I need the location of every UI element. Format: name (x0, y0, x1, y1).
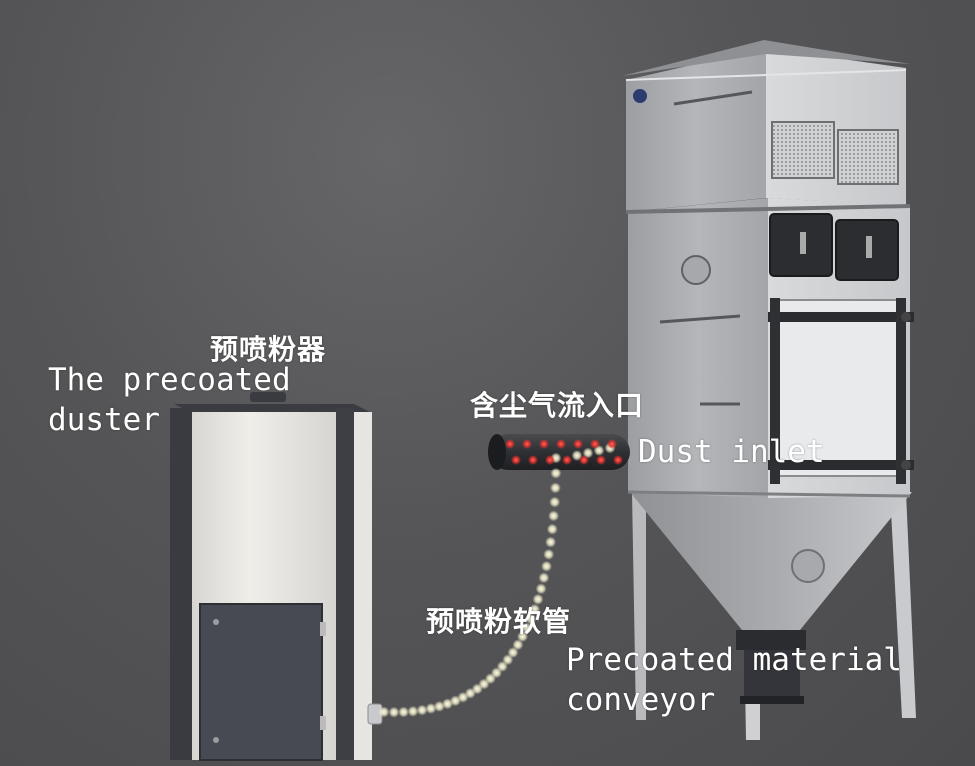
clamp-bar-top (768, 312, 914, 322)
vent-grille-left (771, 121, 835, 179)
inlet-led (556, 439, 566, 449)
collector-top-front (626, 48, 766, 212)
inlet-led (596, 455, 606, 465)
inlet-led (511, 455, 521, 465)
filter-panel (775, 299, 901, 477)
hose-led (425, 703, 437, 714)
inlet-led (613, 455, 623, 465)
hose-led (543, 548, 555, 560)
duster-label-cn: 预喷粉器 (210, 333, 327, 366)
inlet-led (562, 455, 572, 465)
brand-logo-icon (633, 89, 647, 103)
inlet-label-en: Dust inlet (638, 434, 825, 470)
hopper-outlet (744, 650, 800, 702)
hose-led (535, 583, 547, 595)
inlet-led (522, 439, 532, 449)
hose-led (416, 704, 428, 716)
hose-led (538, 572, 550, 584)
hose-label-en: Precoated material conveyor (566, 642, 902, 718)
dust-collector (622, 40, 916, 740)
inlet-led (590, 439, 600, 449)
hopper-inspection-port (791, 549, 825, 583)
precoated-hose-leds (378, 442, 616, 718)
hose-led (550, 467, 562, 479)
hose-label-cn: 预喷粉软管 (426, 605, 572, 638)
duster-lower-door (199, 603, 323, 761)
inlet-led (505, 439, 515, 449)
collector-leg-right (890, 492, 916, 718)
hose-led (525, 613, 537, 625)
collector-hopper (630, 492, 912, 630)
collector-body-front (628, 198, 768, 498)
dust-inlet-leds (505, 439, 623, 465)
hose-led (521, 622, 533, 634)
inlet-led (607, 439, 617, 449)
hose-led (549, 496, 561, 508)
hose-led (388, 706, 400, 718)
hose-led (512, 639, 524, 651)
hose-led (546, 523, 558, 535)
collector-leg-left (632, 492, 646, 720)
inlet-label-cn: 含尘气流入口 (470, 389, 645, 422)
clamp-bar-bottom (768, 460, 914, 470)
hose-led (529, 603, 541, 615)
precoated-duster (170, 392, 383, 761)
duster-label-en: The precoated duster (48, 362, 291, 438)
body-inspection-port (681, 255, 711, 285)
hose-led (541, 560, 552, 572)
hose-led (398, 706, 410, 718)
hose-led (549, 482, 561, 494)
vent-grille-right (837, 129, 899, 185)
hose-led (545, 536, 557, 548)
inlet-led (579, 455, 589, 465)
hose-led (517, 631, 528, 643)
inlet-led (545, 455, 555, 465)
inlet-led (539, 439, 549, 449)
hose-led (378, 706, 390, 718)
inlet-led (573, 439, 583, 449)
inlet-led (528, 455, 538, 465)
hose-led (532, 593, 544, 605)
duster-left-frame (170, 408, 192, 760)
hose-led (548, 510, 560, 522)
hose-led (407, 705, 419, 717)
